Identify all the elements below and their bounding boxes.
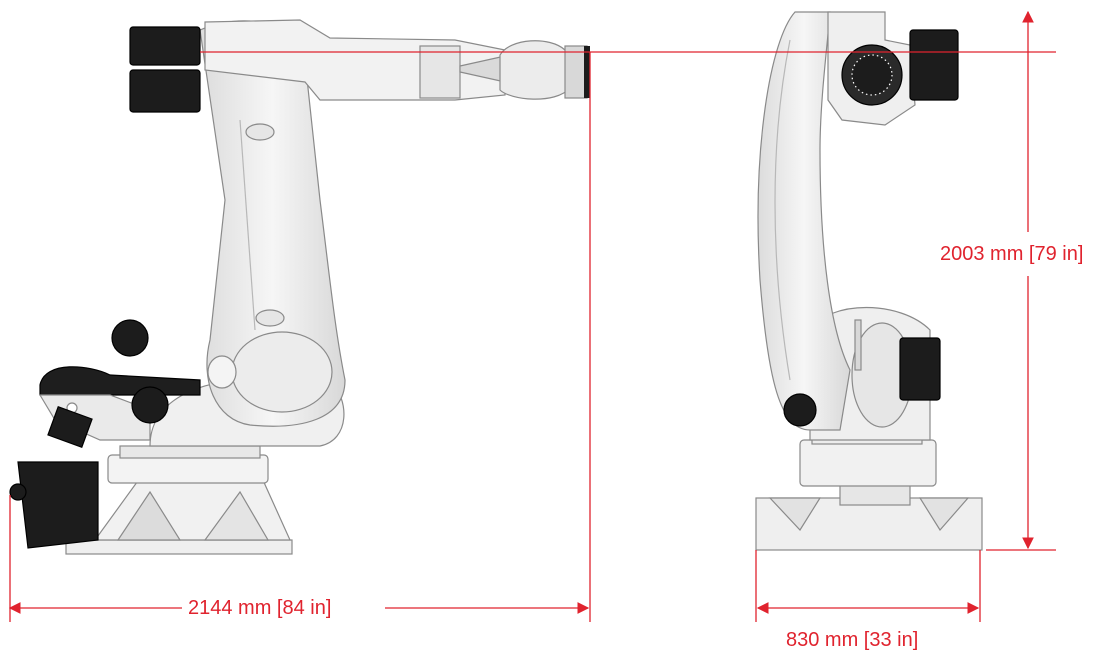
side-wrist [499,40,571,100]
side-base-plate [65,539,293,555]
front-motor-side [899,337,941,401]
robot-side-view [9,19,590,555]
height-dimension-label: 2003 mm [79 in] [940,243,1084,265]
side-flange [564,45,588,99]
reach-dimension-label: 2144 mm [84 in] [188,597,332,619]
front-arm [757,11,851,431]
front-motor-top [909,29,959,101]
side-motor-bottom [129,69,201,113]
side-joint-2 [231,331,333,413]
side-base-motor [17,461,99,549]
robot-front-view [755,11,983,551]
dimension-lines [8,10,1056,622]
base-width-dimension-label: 830 mm [33 in] [786,629,919,651]
side-motor-top [129,26,201,66]
side-turntable [107,454,269,484]
front-turntable [799,439,937,487]
